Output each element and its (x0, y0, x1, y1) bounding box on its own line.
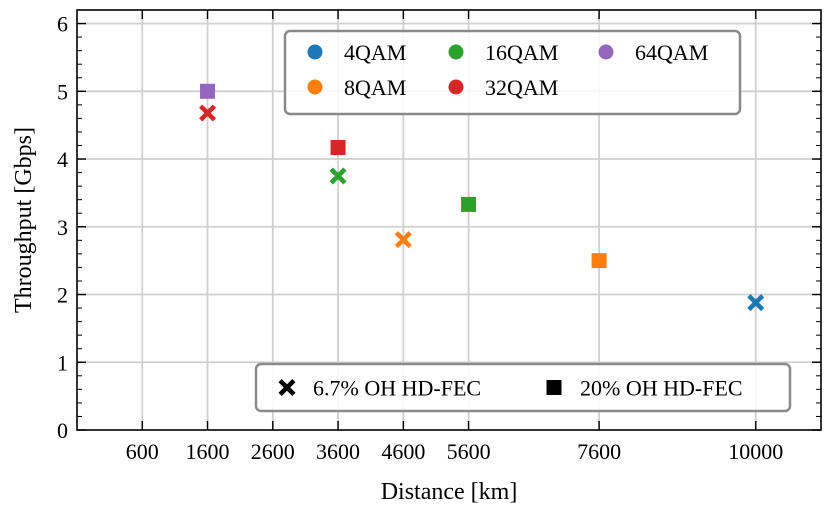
legend-dot-4qam (307, 44, 323, 60)
legend-marker-label: 20% OH HD-FEC (580, 376, 743, 401)
y-tick-label: 4 (57, 147, 68, 172)
legend-series: 4QAM 8QAM 16QAM 32QAM 64QAM (283, 29, 742, 116)
y-tick-label: 0 (57, 418, 68, 443)
legend-label-8qam: 8QAM (344, 75, 406, 100)
y-tick-label: 5 (57, 79, 68, 104)
point-8qam-square (591, 253, 607, 269)
point-4qam-x (747, 294, 765, 312)
x-tick-label: 5600 (447, 439, 491, 464)
legend-series-frame (283, 29, 742, 116)
legend-markers-frame (254, 362, 792, 413)
legend-marker-square-icon (546, 380, 562, 395)
legend-dot-16qam (448, 44, 464, 60)
point-16qam-x (329, 167, 347, 185)
legend-dot-64qam (598, 44, 614, 60)
plot-area (76, 9, 822, 431)
x-tick-label: 2600 (251, 439, 295, 464)
y-tick-label: 1 (57, 350, 68, 375)
legend-dot-8qam (307, 79, 323, 95)
legend-dot-32qam (448, 79, 464, 95)
y-tick-labels: 0 1 2 3 4 5 6 (57, 12, 68, 443)
x-tick-label: 3600 (316, 439, 360, 464)
data-points (199, 83, 765, 312)
point-64qam-square (200, 83, 216, 99)
y-tick-label: 2 (57, 283, 68, 308)
point-16qam-square (461, 196, 477, 212)
y-axis-label: Throughput [Gbps] (11, 127, 37, 313)
x-axis-label: Distance [km] (381, 479, 518, 505)
y-tick-label: 6 (57, 12, 68, 37)
point-32qam-square (330, 140, 346, 156)
x-tick-labels: 600 1600 2600 3600 4600 5600 7600 10000 (126, 439, 783, 464)
legend-label-32qam: 32QAM (485, 75, 558, 100)
x-tick-label: 10000 (728, 439, 783, 464)
legend-markers: 6.7% OH HD-FEC 20% OH HD-FEC (254, 362, 792, 413)
axis-ticks (77, 9, 821, 431)
y-tick-label: 3 (57, 215, 68, 240)
x-tick-label: 1600 (186, 439, 230, 464)
point-8qam-x (394, 231, 412, 249)
legend-marker-label: 6.7% OH HD-FEC (313, 376, 481, 401)
legend-marker-x-icon (278, 379, 296, 396)
x-tick-label: 4600 (381, 439, 425, 464)
legend-label-4qam: 4QAM (344, 40, 406, 65)
point-32qam-x (199, 104, 217, 122)
legend-label-64qam: 64QAM (635, 40, 708, 65)
x-tick-label: 7600 (577, 439, 621, 464)
legend-label-16qam: 16QAM (485, 40, 558, 65)
x-tick-label: 600 (126, 439, 159, 464)
